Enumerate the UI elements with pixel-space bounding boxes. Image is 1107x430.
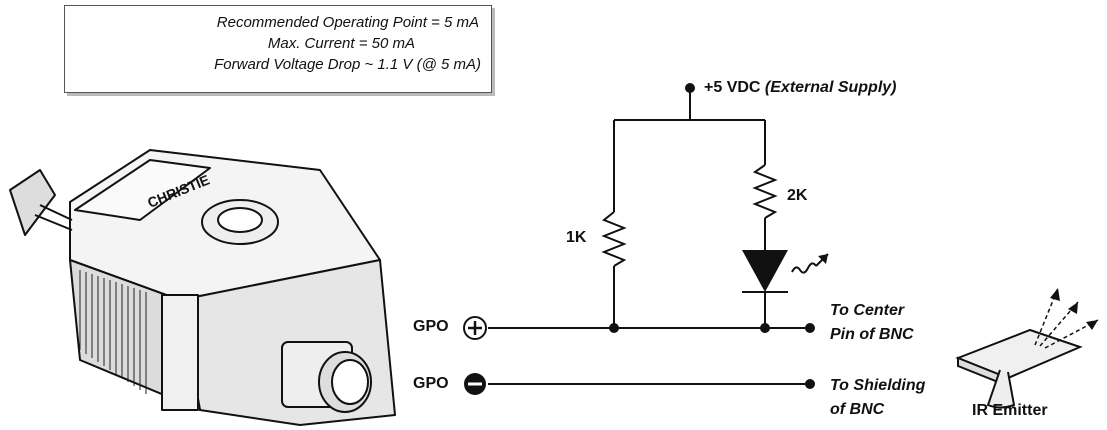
- resistor-2k-label: 2K: [787, 187, 808, 204]
- center-pin-label-line2: Pin of BNC: [830, 326, 914, 343]
- center-pin-label-line1: To Center: [830, 302, 905, 319]
- shielding-label-line1: To Shielding: [830, 377, 926, 394]
- ir-emitter-icon: [955, 328, 1083, 409]
- ir-emitter-label: IR Emitter: [972, 402, 1048, 419]
- resistor-1k-label: 1K: [566, 229, 587, 246]
- gpo-minus-label: GPO: [413, 375, 449, 392]
- gpo-plus-label: GPO: [413, 318, 449, 335]
- operating-point-note: Recommended Operating Point = 5 mA: [216, 14, 479, 31]
- shielding-label-line2: of BNC: [830, 401, 885, 418]
- minus-icon: [464, 373, 486, 395]
- specification-note-box: Recommended Operating Point = 5 mA Max. …: [64, 5, 492, 93]
- max-current-note: Max. Current = 50 mA: [267, 35, 415, 52]
- plus-icon: [463, 316, 487, 340]
- forward-voltage-note: Forward Voltage Drop ~ 1.1 V (@ 5 mA): [214, 56, 481, 73]
- supply-source: (External Supply): [764, 79, 897, 96]
- junction-dot: [609, 323, 619, 333]
- shield-terminal-dot: [805, 379, 815, 389]
- projector-illustration: CHRISTIE: [9, 149, 396, 426]
- supply-voltage: +5 VDC: [704, 79, 761, 96]
- led-diode-symbol: [742, 250, 788, 292]
- supply-label: +5 VDC (External Supply): [704, 79, 897, 97]
- center-pin-terminal-dot: [805, 323, 815, 333]
- junction-dot: [760, 323, 770, 333]
- supply-terminal-dot: [685, 83, 695, 93]
